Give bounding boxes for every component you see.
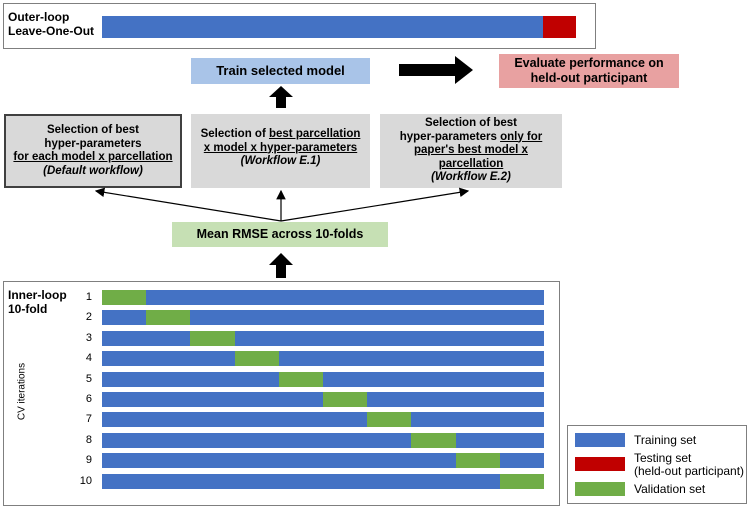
cv-training-bar bbox=[102, 473, 544, 489]
cv-training-bar bbox=[102, 330, 544, 346]
cv-iteration-label: 10 bbox=[79, 474, 92, 487]
inner-loop-box: Inner-loop 10-fold CV iterations 1 2 3 4 5 6 7… bbox=[3, 281, 560, 506]
cv-iteration-label: 3 bbox=[85, 331, 92, 344]
workflow-e1-box: Selection of best parcellation x model x… bbox=[191, 114, 370, 188]
cv-validation-segment bbox=[411, 432, 456, 448]
legend-validation-swatch bbox=[575, 482, 625, 496]
inner-loop-label: Inner-loop 10-fold bbox=[8, 288, 67, 316]
legend-validation-label: Validation set bbox=[634, 482, 706, 496]
cv-training-bar bbox=[102, 371, 544, 387]
workflow-e2-box: Selection of best hyper-parameters only … bbox=[380, 114, 562, 188]
cv-validation-segment bbox=[323, 392, 368, 407]
cv-training-bar bbox=[102, 351, 544, 367]
cv-validation-segment bbox=[190, 330, 235, 346]
cv-validation-segment bbox=[455, 453, 500, 469]
cv-validation-segment bbox=[499, 473, 544, 489]
legend-training-swatch bbox=[575, 433, 625, 447]
cv-iteration-label: 9 bbox=[85, 454, 92, 467]
outer-loop-box: Outer-loop Leave-One-Out bbox=[3, 3, 596, 49]
arrow-rmse-to-default bbox=[94, 187, 282, 222]
cv-validation-segment bbox=[278, 371, 323, 387]
mean-rmse-box: Mean RMSE across 10-folds bbox=[172, 222, 388, 247]
outer-loop-bar bbox=[102, 16, 576, 38]
evaluate-performance-box: Evaluate performance on held-out partici… bbox=[499, 54, 679, 88]
legend-training-label: Training set bbox=[634, 433, 697, 447]
outer-testing-segment bbox=[543, 16, 576, 38]
legend: Training set Testing set (held-out parti… bbox=[567, 425, 747, 504]
cv-validation-segment bbox=[234, 351, 279, 367]
cv-validation-segment bbox=[367, 412, 412, 428]
outer-training-segment bbox=[102, 16, 543, 38]
arrow-up-to-mean-rmse bbox=[269, 253, 293, 278]
cv-validation-segment bbox=[146, 310, 191, 326]
cv-iteration-label: 8 bbox=[85, 433, 92, 446]
cv-training-bar bbox=[102, 412, 544, 428]
cv-iterations-axis-label: CV iterations bbox=[16, 362, 28, 421]
cv-iteration-label: 7 bbox=[85, 413, 92, 426]
legend-testing-swatch bbox=[575, 457, 625, 471]
legend-testing-label: Testing set (held-out participant) bbox=[634, 451, 745, 478]
outer-loop-label: Outer-loop Leave-One-Out bbox=[8, 10, 95, 38]
cv-iteration-label: 4 bbox=[85, 352, 92, 365]
cv-validation-segment bbox=[102, 290, 147, 305]
cv-training-bar bbox=[102, 310, 544, 326]
default-workflow-box: Selection of best hyper-parameters for e… bbox=[4, 114, 182, 188]
train-selected-model-box: Train selected model bbox=[191, 58, 370, 84]
cv-training-bar bbox=[102, 453, 544, 469]
cv-iteration-label: 2 bbox=[85, 311, 92, 324]
arrow-up-to-train-model bbox=[269, 86, 293, 108]
cv-iteration-label: 5 bbox=[85, 372, 92, 385]
arrow-right-to-evaluate bbox=[399, 56, 473, 84]
cv-iteration-label: 6 bbox=[85, 393, 92, 405]
arrow-rmse-to-e2 bbox=[280, 187, 470, 222]
cv-iteration-label: 1 bbox=[85, 291, 92, 303]
cv-training-bar bbox=[102, 290, 544, 305]
cv-training-bar bbox=[102, 432, 544, 448]
